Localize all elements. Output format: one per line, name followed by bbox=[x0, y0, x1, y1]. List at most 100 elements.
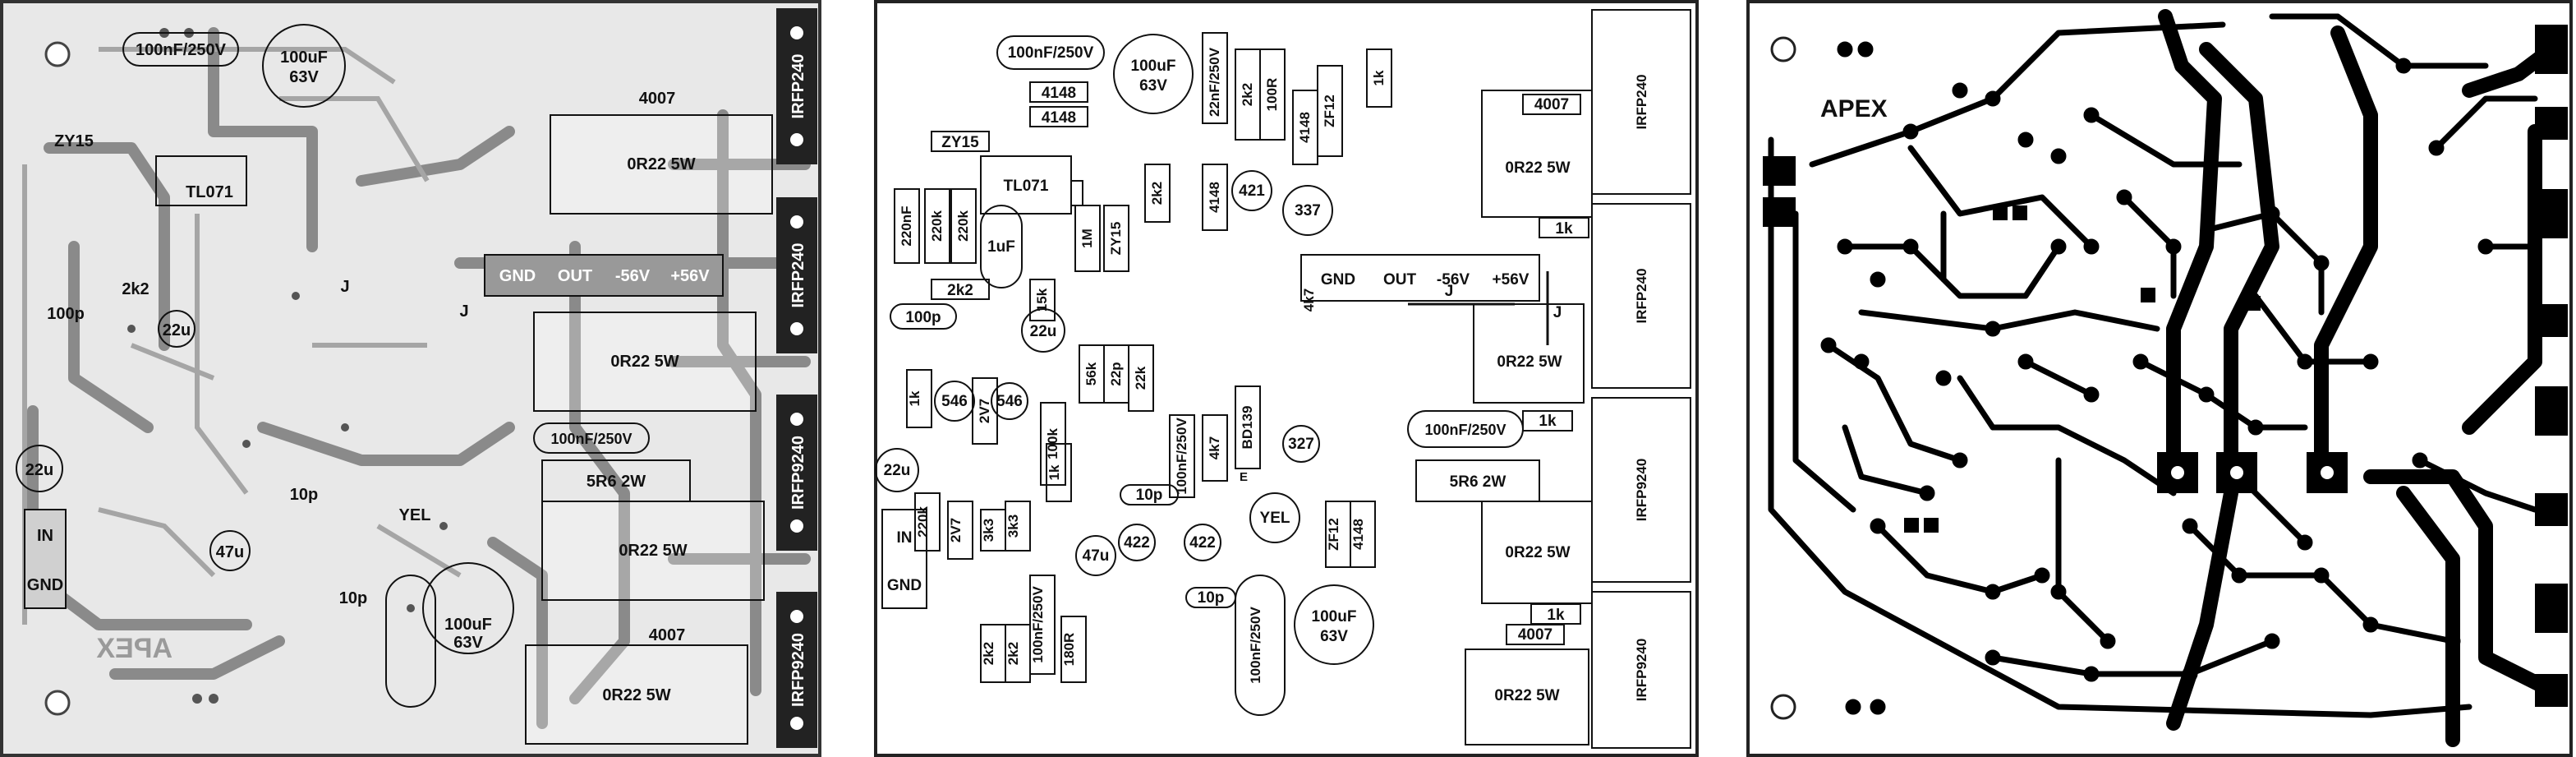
layout-j-label: J bbox=[1445, 283, 1454, 300]
layout-irfp240-1: IRFP240 bbox=[1634, 74, 1649, 129]
layout-22p-label: 22p bbox=[1108, 362, 1124, 385]
overlay-j-label: J bbox=[340, 278, 349, 296]
overlay-irfp9240-2: IRFP9240 bbox=[789, 633, 807, 707]
layout-421-label: 421 bbox=[1239, 182, 1265, 200]
layout-4148-label-2: 4148 bbox=[1042, 109, 1076, 127]
layout-zy15-label: ZY15 bbox=[941, 134, 979, 151]
layout-1k-label-1: 1k bbox=[1555, 220, 1573, 238]
layout-546-label-2: 546 bbox=[996, 393, 1023, 410]
layout-100p-label: 100p bbox=[905, 309, 941, 326]
layout-337-label: 337 bbox=[1295, 202, 1321, 219]
layout-zy15-v-label: ZY15 bbox=[1108, 222, 1124, 256]
overlay-4007-label: 4007 bbox=[639, 90, 676, 108]
overlay-63v2-label: 63V bbox=[453, 634, 483, 652]
layout-100uf2-label: 100uF bbox=[1312, 608, 1357, 625]
layout-3k3-label-2: 3k3 bbox=[1005, 515, 1021, 538]
copper-apex-label: APEX bbox=[1820, 95, 1888, 122]
overlay-100uf2-label: 100uF bbox=[444, 616, 492, 634]
layout-220nf-label: 220nF bbox=[899, 205, 914, 246]
layout-4007-label-1: 4007 bbox=[1534, 96, 1569, 113]
layout-422-label-2: 422 bbox=[1189, 534, 1216, 552]
overlay-j2-label: J bbox=[459, 302, 468, 321]
layout-4148-v-label-3: 4148 bbox=[1350, 519, 1366, 550]
layout-5r6-label: 5R6 2W bbox=[1450, 473, 1506, 491]
layout-56k-label: 56k bbox=[1083, 362, 1099, 385]
overlay-irfp9240-1: IRFP9240 bbox=[789, 436, 807, 510]
layout-1k-label-2: 1k bbox=[1539, 413, 1557, 430]
overlay-yel-label: YEL bbox=[399, 506, 431, 524]
layout-1k-v-label-3: 1k bbox=[1046, 464, 1062, 480]
copper-layer-panel: APEX bbox=[1746, 0, 2573, 757]
layout-100nf-v-label-3: 100nF/250V bbox=[1030, 586, 1046, 663]
layout-4148-v-label-2: 4148 bbox=[1207, 182, 1222, 213]
layout-220k-label-1: 220k bbox=[929, 210, 945, 242]
layout-47u-label: 47u bbox=[1083, 547, 1110, 565]
overlay-100uf-label: 100uF bbox=[280, 48, 328, 67]
layout-zf12-label-1: ZF12 bbox=[1322, 95, 1337, 127]
layout-4148-v-label-1: 4148 bbox=[1297, 112, 1313, 143]
layout-1m-label: 1M bbox=[1079, 228, 1095, 248]
overlay-5r6-label: 5R6 2W bbox=[586, 473, 646, 491]
layout-irfp240-2: IRFP240 bbox=[1634, 268, 1649, 323]
layout-0r22-label-3: 0R22 5W bbox=[1505, 544, 1570, 561]
layout-1uf-label: 1uF bbox=[987, 238, 1015, 256]
layout-0r22-label-4: 0R22 5W bbox=[1494, 687, 1559, 704]
layout-4k7-label-2: 4k7 bbox=[1207, 436, 1222, 459]
overlay-irfp240-1: IRFP240 bbox=[789, 54, 807, 119]
overlay-pos56-label: +56V bbox=[670, 267, 710, 285]
overlay-0r22-label-1: 0R22 5W bbox=[627, 155, 695, 173]
layout-220k-label-3: 220k bbox=[915, 506, 931, 538]
pcb-overlay-panel: 100nF/250V 100uF 63V TL071 ZY15 0R22 5W … bbox=[0, 0, 821, 757]
overlay-47u-label: 47u bbox=[216, 543, 244, 561]
overlay-gnd-in-label: GND bbox=[27, 576, 63, 594]
overlay-zy15-label: ZY15 bbox=[54, 132, 94, 150]
overlay-100p-label: 100p bbox=[47, 305, 85, 323]
overlay-10p2-label: 10p bbox=[339, 589, 367, 607]
component-layout-panel: 100nF/250V 100uF 63V 4148 4148 ZY15 TL07… bbox=[874, 0, 1699, 757]
copper-layer-drawing: APEX bbox=[1746, 0, 2573, 757]
layout-gnd-label: GND bbox=[1321, 271, 1355, 288]
layout-gnd-in-label: GND bbox=[887, 577, 922, 594]
layout-e-label: E bbox=[1240, 470, 1248, 484]
layout-22k-label: 22k bbox=[1133, 366, 1148, 390]
layout-0r22-label-1: 0R22 5W bbox=[1505, 159, 1570, 177]
layout-100uf-label: 100uF bbox=[1131, 58, 1176, 75]
layout-in-label: IN bbox=[897, 529, 913, 547]
overlay-63v-label: 63V bbox=[289, 68, 319, 86]
overlay-0r22-label-3: 0R22 5W bbox=[619, 542, 687, 560]
layout-100nf-label: 100nF/250V bbox=[1008, 44, 1094, 62]
layout-j2-label: J bbox=[1553, 304, 1562, 321]
layout-1k-v-label-1: 1k bbox=[1371, 70, 1387, 85]
layout-pos56-label: +56V bbox=[1493, 271, 1530, 288]
layout-out-label: OUT bbox=[1383, 271, 1417, 288]
overlay-tl071-label: TL071 bbox=[186, 183, 233, 201]
overlay-4007-label-2: 4007 bbox=[649, 626, 686, 644]
layout-1k-v-label-2: 1k bbox=[907, 390, 922, 406]
layout-yel-label: YEL bbox=[1260, 510, 1290, 527]
layout-22nf-label: 22nF/250V bbox=[1207, 47, 1222, 117]
layout-irfp9240-1: IRFP9240 bbox=[1634, 459, 1649, 522]
layout-bd139-label: BD139 bbox=[1240, 406, 1255, 450]
layout-0r22-label-2: 0R22 5W bbox=[1497, 353, 1562, 371]
layout-22u2-label: 22u bbox=[884, 462, 911, 479]
overlay-out-label: OUT bbox=[558, 267, 592, 285]
layout-2k2-v-label-2: 2k2 bbox=[1149, 182, 1165, 205]
overlay-2k2-label: 2k2 bbox=[122, 280, 149, 298]
overlay-neg56-label: -56V bbox=[615, 267, 651, 285]
layout-546-label-1: 546 bbox=[941, 393, 968, 410]
layout-2k2-label: 2k2 bbox=[947, 282, 973, 299]
layout-22u-label: 22u bbox=[1030, 323, 1057, 340]
layout-100k-label: 100k bbox=[1045, 428, 1060, 459]
overlay-apex-mirrored: APEX bbox=[96, 633, 172, 664]
overlay-22u-label: 22u bbox=[25, 461, 53, 479]
overlay-10p-label: 10p bbox=[290, 486, 318, 504]
layout-2k2-v-label-1: 2k2 bbox=[1240, 83, 1255, 106]
layout-10p2-label: 10p bbox=[1198, 589, 1225, 607]
layout-100nf-v-label-2: 100nF/250V bbox=[1248, 607, 1263, 684]
layout-2k2-v-label-4: 2k2 bbox=[1005, 642, 1021, 665]
layout-10p-label: 10p bbox=[1136, 487, 1163, 504]
layout-220k-label-2: 220k bbox=[955, 210, 971, 242]
layout-4k7-label-1: 4k7 bbox=[1301, 288, 1317, 312]
layout-180r-label: 180R bbox=[1061, 633, 1077, 667]
layout-422-label-1: 422 bbox=[1124, 534, 1150, 552]
